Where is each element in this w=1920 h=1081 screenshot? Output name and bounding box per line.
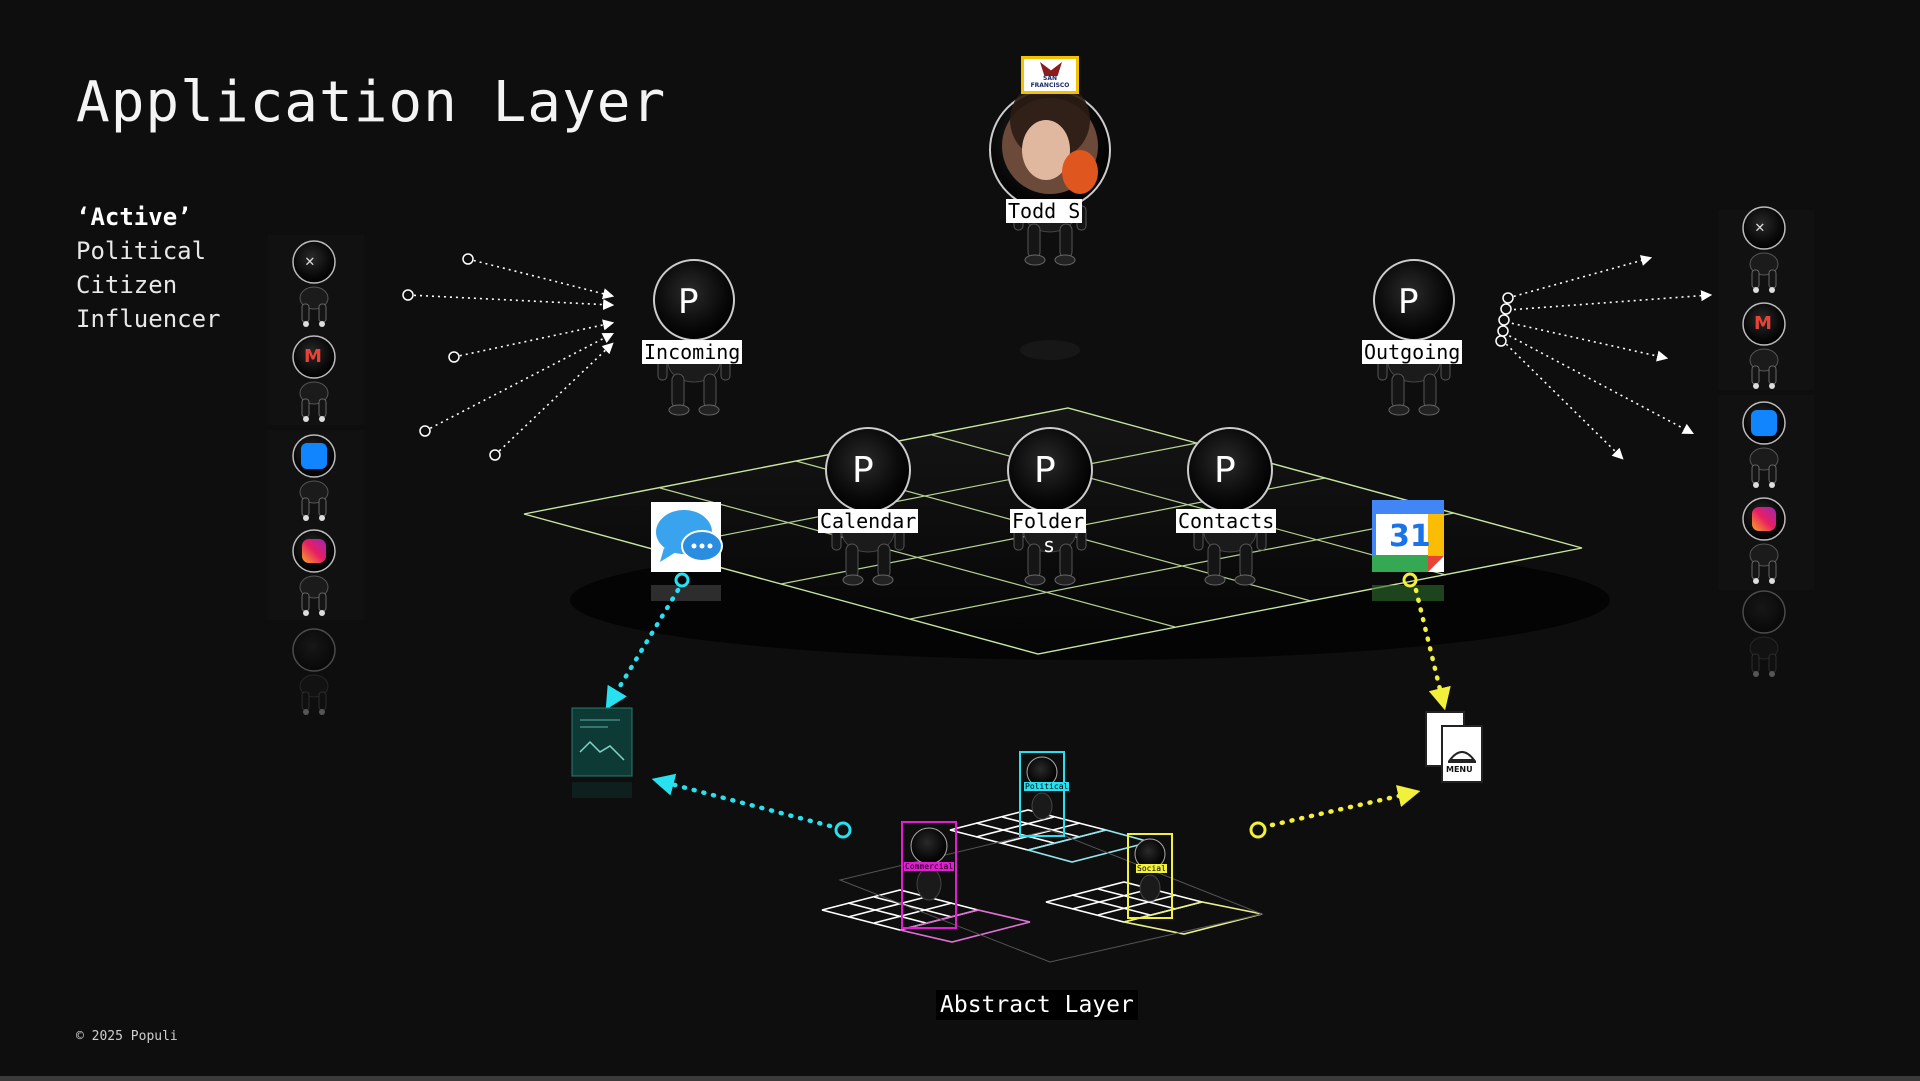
todd-reflection — [1020, 340, 1080, 360]
persona-description: ‘Active’ Political Citizen Influencer — [76, 200, 221, 336]
google-calendar-icon — [1372, 500, 1444, 601]
todd-robot — [989, 80, 1111, 266]
chart-document-icon — [571, 707, 633, 798]
contacts-p-glyph: P — [1214, 450, 1236, 491]
outgoing-p-glyph: P — [1398, 282, 1419, 322]
x-icon: ✕ — [1755, 217, 1765, 236]
seal-label: SAN FRANCISCO — [1030, 75, 1070, 89]
incoming-arrows — [407, 258, 615, 456]
gmail-icon: M — [1754, 313, 1772, 334]
page-title: Application Layer — [76, 70, 667, 135]
folders-p-glyph: P — [1034, 450, 1056, 491]
cyan-flow — [605, 572, 852, 839]
todd-label: Todd S — [1006, 199, 1083, 223]
messages-app-icon — [651, 502, 723, 601]
abstract-boards — [821, 809, 1264, 963]
left-sources — [268, 235, 364, 716]
bluesky-icon — [1751, 410, 1777, 436]
outgoing-arrows — [1501, 255, 1713, 460]
commercial-tag: Commercial — [904, 862, 955, 871]
x-icon: ✕ — [305, 251, 315, 270]
social-robot — [1127, 833, 1173, 919]
folders-label-wrap: s — [1043, 533, 1056, 557]
bottom-divider — [0, 1076, 1920, 1081]
right-destinations — [1718, 206, 1814, 678]
persona-influencer: Influencer — [76, 305, 221, 333]
yellow-flow — [1249, 572, 1451, 839]
san-francisco-seal: SAN FRANCISCO — [1021, 56, 1079, 94]
commercial-robot — [901, 821, 957, 929]
calendar-p-glyph: P — [852, 450, 874, 491]
calendar-label: Calendar — [818, 509, 919, 533]
instagram-icon — [1752, 507, 1776, 531]
bluesky-icon — [301, 443, 327, 469]
political-tag: Political — [1024, 782, 1070, 791]
gmail-icon: M — [304, 346, 322, 367]
abstract-layer-label: Abstract Layer — [936, 990, 1138, 1020]
outgoing-label: Outgoing — [1362, 340, 1463, 364]
incoming-label: Incoming — [642, 340, 743, 364]
eagle-icon — [1040, 62, 1062, 76]
copyright: © 2025 Populi — [76, 1029, 178, 1044]
persona-political: Political — [76, 237, 207, 265]
persona-citizen: Citizen — [76, 271, 178, 299]
folders-label: Folder — [1010, 509, 1087, 533]
menu-text: MENU — [1446, 765, 1473, 774]
calendar-day-number: 31 — [1389, 519, 1431, 554]
instagram-icon — [302, 539, 326, 563]
incoming-p-glyph: P — [678, 282, 699, 322]
persona-active: ‘Active’ — [76, 203, 192, 231]
social-tag: Social — [1136, 864, 1167, 873]
contacts-label: Contacts — [1176, 509, 1277, 533]
menu-document-icon — [1425, 711, 1483, 783]
